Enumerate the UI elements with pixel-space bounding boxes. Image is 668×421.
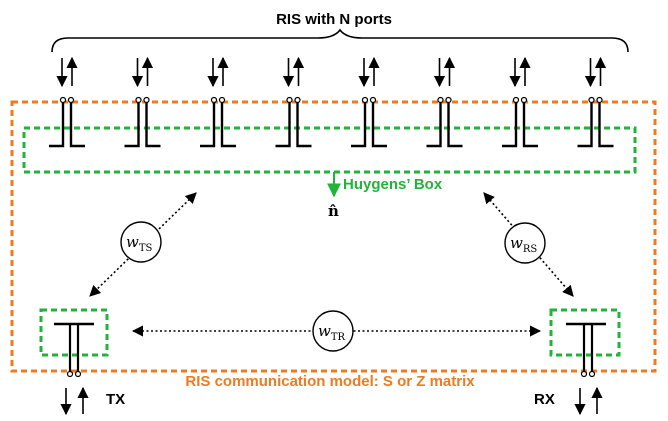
- weight-rs-base: w: [510, 234, 523, 252]
- ris-element-3: [200, 96, 236, 148]
- ris-elements: [49, 96, 614, 148]
- weight-rs: wRS: [504, 222, 546, 264]
- svg-text:wTR: wTR: [318, 322, 346, 343]
- svg-text:wTS: wTS: [126, 233, 153, 254]
- top-brace: [51, 28, 629, 53]
- ris-element-4: [275, 96, 312, 148]
- ris-element-1: [49, 96, 85, 148]
- ris-element-7: [502, 96, 538, 148]
- port-arrows: [56, 56, 607, 88]
- ris-element-2: [124, 96, 161, 148]
- ris-communication-model-box: [10, 100, 657, 373]
- huygens-box: [22, 126, 637, 174]
- model-label: RIS communication model: S or Z matrix: [185, 373, 475, 390]
- weight-tr-sub: TR: [331, 332, 346, 343]
- weight-ts-sub: TS: [139, 243, 153, 254]
- diagram-title: RIS with N ports: [276, 11, 392, 28]
- weight-tr: wTR: [312, 310, 354, 352]
- ris-element-6: [426, 96, 463, 148]
- port-arrow-pair-6: [433, 56, 456, 88]
- port-arrow-pair-2: [131, 56, 154, 88]
- weight-tr-base: w: [318, 322, 331, 340]
- port-arrow-pair-1: [56, 56, 78, 88]
- port-arrow-pair-5: [358, 56, 380, 88]
- ris-element-5: [351, 96, 387, 148]
- ris-element-8: [577, 96, 614, 148]
- huygens-box-label: Huygens’ Box: [343, 176, 443, 193]
- port-arrow-pair-7: [509, 56, 531, 88]
- svg-text:wRS: wRS: [510, 234, 537, 255]
- tx-antenna: [39, 308, 109, 416]
- weight-ts: wTS: [120, 221, 162, 263]
- port-arrow-pair-4: [282, 56, 305, 88]
- tx-label: TX: [106, 391, 125, 408]
- normal-vector-label: n̂: [328, 202, 339, 220]
- weight-rs-sub: RS: [523, 244, 538, 255]
- port-arrow-pair-3: [207, 56, 229, 88]
- port-arrow-pair-8: [584, 56, 607, 88]
- weight-ts-base: w: [126, 233, 139, 251]
- rx-label: RX: [534, 391, 555, 408]
- rx-antenna: [549, 308, 621, 416]
